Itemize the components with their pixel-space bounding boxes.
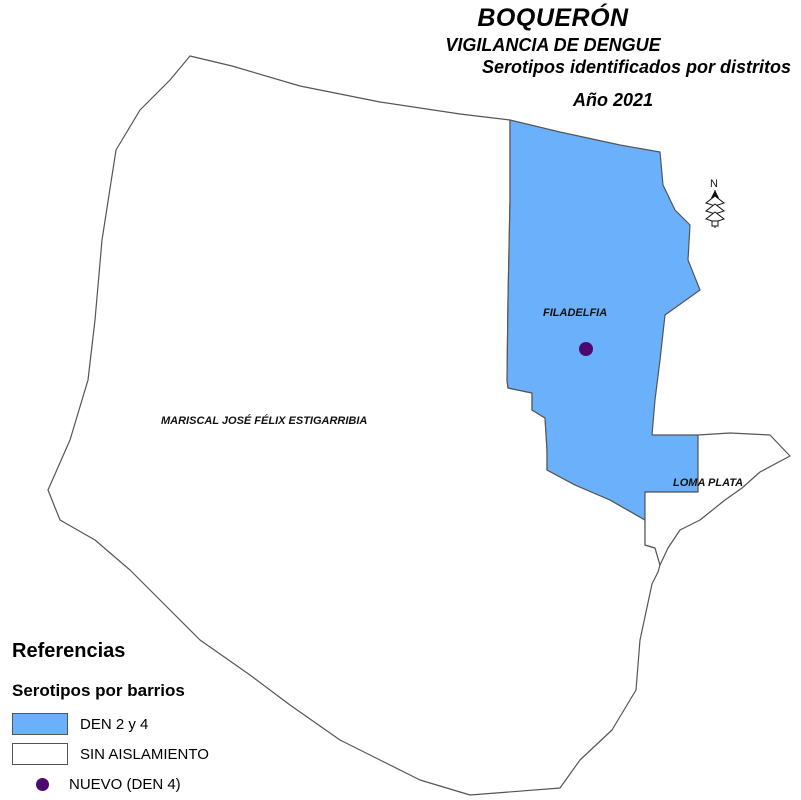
legend-subtitle: Serotipos por barrios — [12, 681, 185, 700]
map-subtitle-1: VIGILANCIA DE DENGUE — [445, 35, 661, 55]
legend-item-nuevo-den4: NUEVO (DEN 4) — [12, 769, 209, 799]
label-loma-plata: LOMA PLATA — [673, 477, 743, 489]
label-mariscal-estigarribia: MARISCAL JOSÉ FÉLIX ESTIGARRIBIA — [161, 414, 367, 427]
svg-text:N: N — [710, 178, 718, 190]
label-filadelfia: FILADELFIA — [543, 307, 607, 319]
map-year: Año 2021 — [572, 90, 654, 110]
legend-swatch-den-2-4 — [12, 713, 68, 735]
map-subtitle-2: Serotipos identificados por distritos — [481, 57, 791, 77]
legend-item-sin-aislamiento: SIN AISLAMIENTO — [12, 739, 209, 769]
legend-label-sin-aislamiento: SIN AISLAMIENTO — [80, 745, 209, 763]
legend-swatch-sin-aislamiento — [12, 743, 68, 765]
legend-label-nuevo-den4: NUEVO (DEN 4) — [69, 775, 181, 793]
legend-label-den-2-4: DEN 2 y 4 — [80, 715, 149, 733]
legend-dot-nuevo-den4 — [36, 777, 49, 791]
case-point-den4[interactable] — [579, 342, 593, 356]
legend-title: Referencias — [12, 640, 126, 662]
district-loma-plata[interactable] — [644, 432, 791, 566]
legend-item-den-2-4: DEN 2 y 4 — [12, 709, 209, 739]
map-title: BOQUERÓN — [477, 4, 629, 32]
title-block: BOQUERÓN VIGILANCIA DE DENGUE Serotipos … — [273, 4, 793, 111]
north-arrow-icon: N — [704, 178, 726, 228]
legend: Referencias Serotipos por barrios DEN 2 … — [12, 640, 209, 799]
